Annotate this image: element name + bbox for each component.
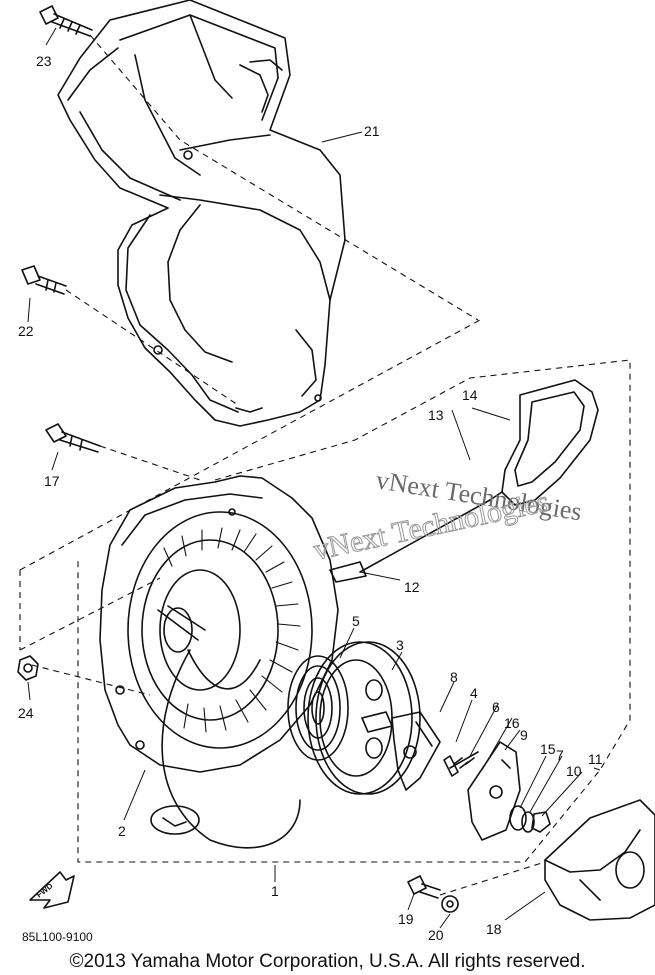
callout-7: 7 [556,747,564,763]
callout-6: 6 [492,699,500,715]
callout-4: 4 [470,685,478,701]
callout-23: 23 [36,53,52,69]
callout-12: 12 [404,579,420,595]
callout-17: 17 [44,473,60,489]
callout-9: 9 [520,727,528,743]
sheave-drum [307,641,421,795]
callout-2: 2 [118,823,126,839]
pawl [391,711,441,791]
starter-handle [329,379,599,583]
guide-plate [467,741,521,841]
callout-22: 22 [18,323,34,339]
bolt-19 [407,875,441,899]
callout-11: 11 [588,751,603,767]
starter-case [99,475,339,849]
bolt-17 [45,423,101,453]
fwd-label: FWD [35,881,55,899]
pawl-bolt [443,751,479,777]
callout-14: 14 [462,387,478,403]
bolt-22 [21,265,67,295]
callout-10: 10 [566,763,582,779]
callout-21: 21 [364,123,380,139]
callout-20: 20 [428,927,444,940]
leader-lines [27,27,601,929]
callout-19: 19 [398,911,414,927]
callout-labels: 23 21 22 14 13 17 12 5 3 8 4 6 16 9 15 7… [18,53,603,940]
callout-5: 5 [352,613,360,629]
callout-3: 3 [396,637,404,653]
callout-13: 13 [428,407,444,423]
washer-20 [441,895,459,913]
parts-diagram: vNext Technologies vNext Technologies 23… [17,0,655,940]
watermark: vNext Technologies vNext Technologies [310,465,584,567]
callout-16: 16 [504,715,520,731]
diagram-part-number: 85L100-9100 [22,930,93,944]
bolt-23 [39,5,93,37]
assembly-boundary [19,34,631,896]
washer-stack [509,805,551,833]
forward-arrow-icon [29,871,75,909]
callout-1: 1 [271,883,279,899]
nut-24 [17,655,39,681]
starter-pulley [544,799,655,921]
callout-18: 18 [486,921,502,937]
callout-24: 24 [18,705,34,721]
callout-15: 15 [540,741,556,757]
fan-cover [57,0,346,427]
copyright-notice: ©2013 Yamaha Motor Corporation, U.S.A. A… [69,951,586,972]
callout-8: 8 [450,669,458,685]
